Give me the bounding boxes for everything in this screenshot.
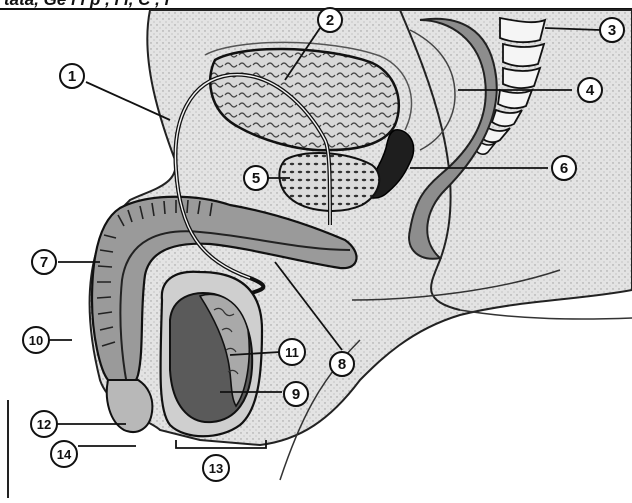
- callout-13: 13: [203, 455, 229, 481]
- callout-9-text: 9: [292, 386, 300, 403]
- callout-13-text: 13: [209, 461, 223, 476]
- callout-6-text: 6: [560, 160, 568, 177]
- callout-10-text: 10: [29, 333, 43, 348]
- callout-3: 3: [600, 18, 624, 42]
- callout-8: 8: [330, 352, 354, 376]
- callout-5: 5: [244, 166, 268, 190]
- callout-6: 6: [552, 156, 576, 180]
- callout-2-text: 2: [326, 12, 334, 29]
- callout-2: 2: [318, 8, 342, 32]
- callout-11-text: 11: [285, 345, 299, 360]
- callout-1: 1: [60, 64, 84, 88]
- callout-1-text: 1: [68, 68, 76, 85]
- callout-4-text: 4: [586, 82, 595, 99]
- callout-8-text: 8: [338, 356, 346, 373]
- callout-12-text: 12: [37, 417, 51, 432]
- callout-14: 14: [51, 441, 77, 467]
- callout-5-text: 5: [252, 170, 260, 187]
- cropped-caption: tata, Ge i l p , l l, C , l: [4, 0, 632, 9]
- callout-11: 11: [279, 339, 305, 365]
- callout-7-text: 7: [40, 254, 48, 271]
- callout-12: 12: [31, 411, 57, 437]
- callout-10: 10: [23, 327, 49, 353]
- callout-4: 4: [578, 78, 602, 102]
- callout-3-text: 3: [608, 22, 616, 39]
- callout-9: 9: [284, 382, 308, 406]
- callout-14-text: 14: [57, 447, 72, 462]
- callout-7: 7: [32, 250, 56, 274]
